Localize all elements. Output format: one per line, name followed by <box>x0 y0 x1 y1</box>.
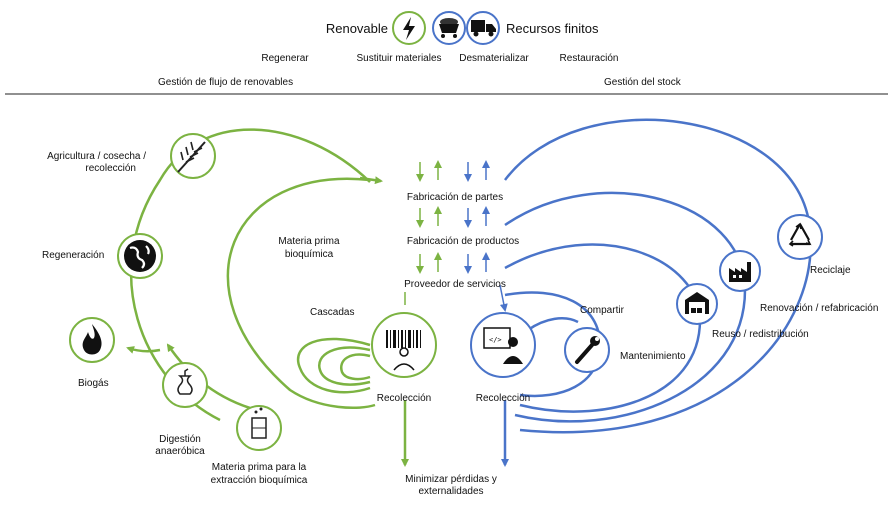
principle-restore: Restauración <box>559 53 619 64</box>
link-services-right <box>499 284 508 312</box>
stock-loops <box>501 118 812 467</box>
loop-raw-material <box>226 177 376 409</box>
loop-reuse <box>504 243 702 413</box>
recycle-icon <box>777 214 823 260</box>
arrow-into-parts <box>359 176 383 185</box>
label-minimize-1: Minimizar pérdidas y <box>405 474 497 485</box>
label-regeneration: Regeneración <box>42 250 105 261</box>
principle-substitute: Sustituir materiales <box>356 53 442 64</box>
computer-user-icon: </> <box>470 312 536 378</box>
label-product-manufacturing: Fabricación de productos <box>406 236 520 247</box>
renewable-label: Renovable <box>325 21 388 36</box>
label-reuse: Reuso / redistribución <box>712 329 809 340</box>
label-collection-left: Recolección <box>376 393 432 404</box>
renewable-loops <box>126 128 409 467</box>
cascade-3 <box>340 353 371 381</box>
truck-icon <box>466 11 500 45</box>
label-raw-material-2: bioquímica <box>284 249 334 260</box>
cascade-2 <box>318 346 371 386</box>
label-refurbish: Renovación / refabricación <box>760 303 879 314</box>
label-digestion-2: anaeróbica <box>155 446 205 457</box>
label-digestion-1: Digestión <box>159 434 201 445</box>
label-collection-right: Recolección <box>475 393 531 404</box>
wheat-icon <box>170 133 216 179</box>
cascade-1 <box>296 337 371 394</box>
principle-dematerialize: Desmaterializar <box>459 53 529 64</box>
loop-agriculture <box>129 128 371 422</box>
flame-icon <box>69 317 115 363</box>
label-parts-manufacturing: Fabricación de partes <box>406 192 504 203</box>
label-biogas: Biogás <box>78 378 109 389</box>
label-share: Compartir <box>580 305 624 316</box>
label-recycle: Reciclaje <box>810 265 851 276</box>
flask-icon <box>236 405 282 451</box>
warehouse-icon <box>676 283 718 325</box>
label-minimize-2: externalidades <box>418 486 484 497</box>
section-stock: Gestión del stock <box>604 77 681 88</box>
label-service-provider: Proveedor de servicios <box>404 279 506 290</box>
globe-icon <box>117 233 163 279</box>
label-raw-material-1: Materia prima <box>278 236 340 247</box>
apple-core-icon <box>162 362 208 408</box>
label-agriculture-2: recolección <box>85 163 136 174</box>
loop-recycle <box>504 118 812 434</box>
wrench-icon <box>564 327 610 373</box>
mining-cart-icon <box>432 11 466 45</box>
arrow-biogas <box>126 346 161 354</box>
label-agriculture-1: Agricultura / cosecha / <box>47 151 146 162</box>
lightning-icon <box>392 11 426 45</box>
label-feedstock-2: extracción bioquímica <box>210 475 308 486</box>
factory-icon <box>719 250 761 292</box>
section-renewables: Gestión de flujo de renovables <box>158 77 294 88</box>
svg-text:</>: </> <box>489 336 502 344</box>
label-feedstock-1: Materia prima para la <box>211 462 307 473</box>
center-flow-arrows <box>416 160 490 274</box>
label-cascades: Cascadas <box>310 307 355 318</box>
principle-regenerate: Regenerar <box>261 53 309 64</box>
loop-share <box>527 317 579 332</box>
label-maintenance: Mantenimiento <box>620 351 686 362</box>
finite-resources-label: Recursos finitos <box>506 21 599 36</box>
barcode-scan-icon <box>371 312 437 378</box>
